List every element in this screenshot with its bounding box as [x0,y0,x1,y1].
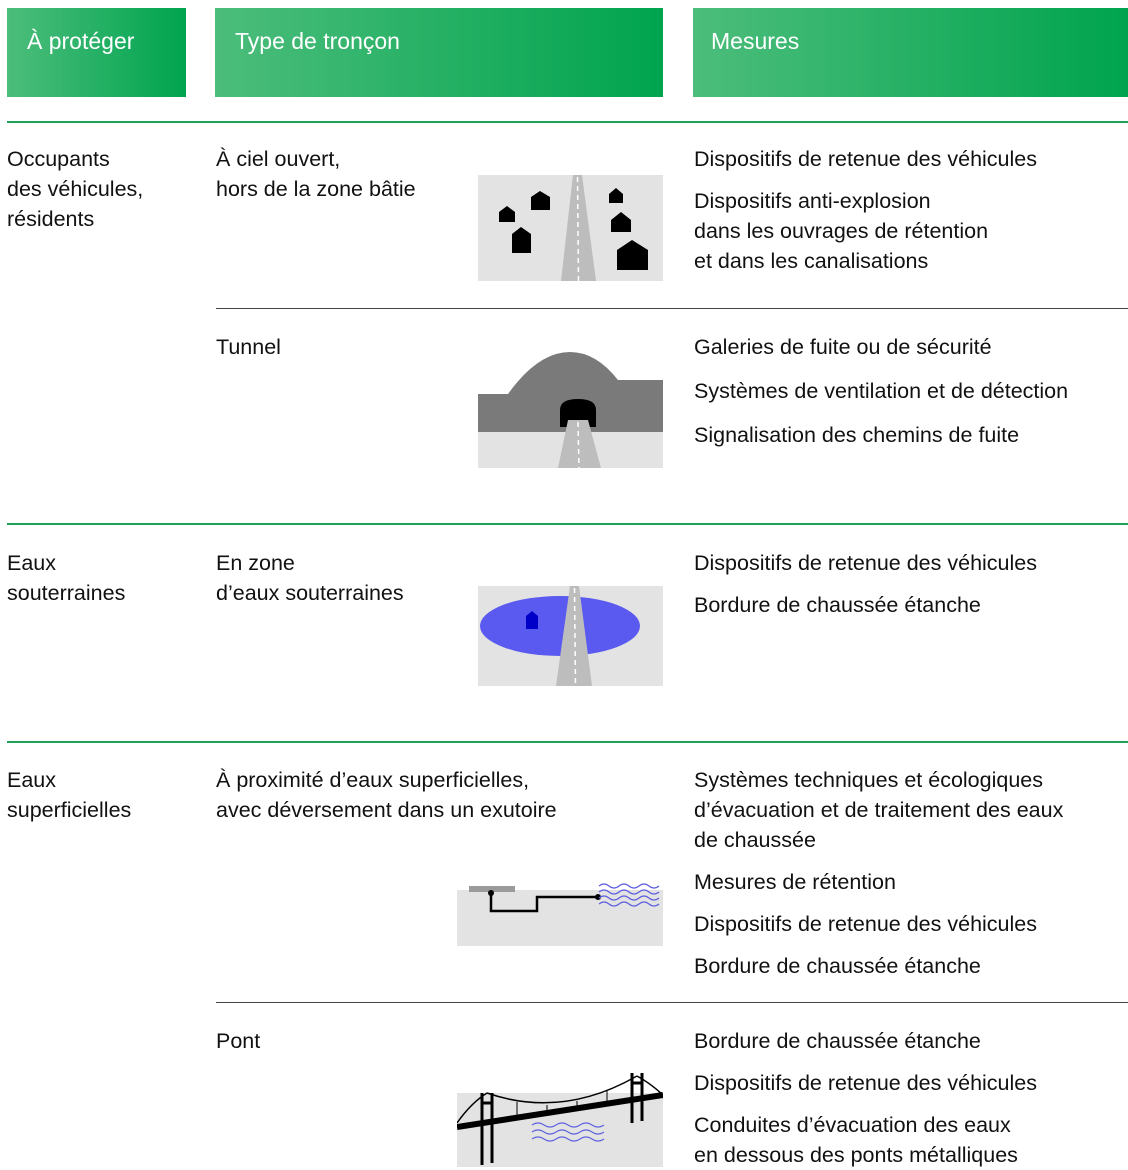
section-type-label: Tunnel [216,335,281,359]
drainage-outlet-icon [457,883,663,946]
measure-item: Signalisation des chemins de fuite [694,423,1020,447]
measure-item: Dispositifs de retenue des véhicules [694,912,1037,936]
bridge-icon [457,1073,663,1167]
header-section-type: Type de tronçon [215,8,663,97]
groundwater-zone-icon [478,586,663,686]
measure-item: Dispositifs de retenue des véhicules [694,1071,1037,1095]
measure-item: Bordure de chaussée étanche [694,954,981,978]
section-type-label: À ciel ouvert,hors de la zone bâtie [216,147,416,201]
group-divider [7,523,1128,525]
measure-item: Bordure de chaussée étanche [694,1029,981,1053]
header-protect: À protéger [7,8,186,97]
section-type-label: Pont [216,1029,261,1053]
measures-list: Galeries de fuite ou de sécurité Système… [694,332,1128,450]
measures-list: Dispositifs de retenue des véhicules Dis… [694,144,1128,276]
section-divider [216,308,1128,309]
measure-item: Systèmes de ventilation et de détection [694,379,1069,403]
section-divider [216,1002,1128,1003]
measures-list: Dispositifs de retenue des véhicules Bor… [694,548,1128,620]
measure-item: Dispositifs de retenue des véhicules [694,551,1037,575]
measures-list: Bordure de chaussée étanche Dispositifs … [694,1026,1128,1170]
measure-item: Bordure de chaussée étanche [694,593,981,617]
group-divider [7,121,1128,123]
measure-item: Dispositifs de retenue des véhicules [694,147,1037,171]
header-measures: Mesures [693,8,1128,97]
group-divider [7,741,1128,743]
tunnel-icon [478,352,663,468]
section-type-label: À proximité d’eaux superficielles,avec d… [216,768,557,822]
open-road-buildings-icon [478,175,663,281]
measure-item: Mesures de rétention [694,870,896,894]
measure-item: Galeries de fuite ou de sécurité [694,335,992,359]
